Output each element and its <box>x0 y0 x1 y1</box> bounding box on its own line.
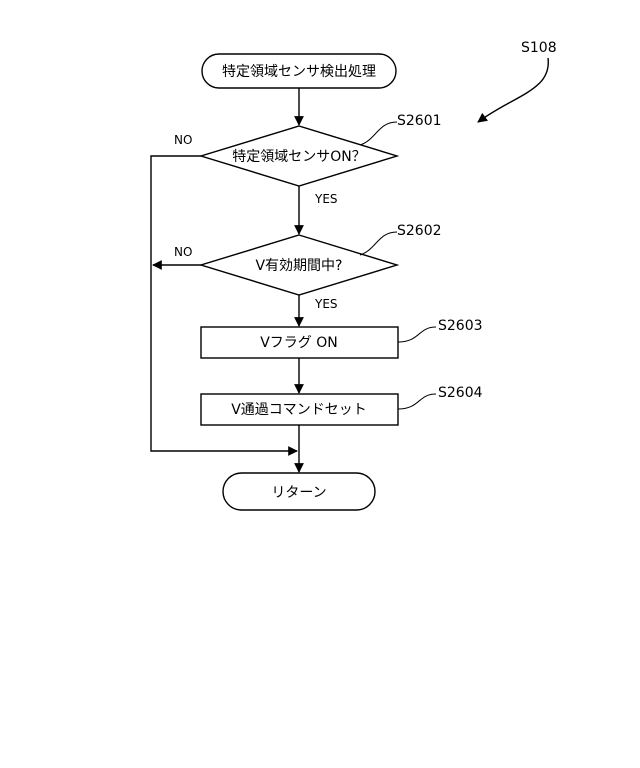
process2-label: V通過コマンドセット <box>231 402 367 418</box>
end-terminal-label: リターン <box>271 485 326 501</box>
decision2-yes-label: YES <box>314 297 338 311</box>
decision-v-valid-period: V有効期間中? <box>201 235 397 295</box>
process1-ref-label: S2603 <box>438 318 483 334</box>
figure-ref-arrow <box>478 58 548 122</box>
decision1-ref-label: S2601 <box>397 113 442 129</box>
process2-ref-leader <box>398 394 436 409</box>
process2-ref-label: S2604 <box>438 385 483 401</box>
decision1-no-label: NO <box>174 133 192 147</box>
decision2-ref-leader <box>360 232 397 255</box>
end-terminal: リターン <box>223 473 375 510</box>
figure-ref-label: S108 <box>521 40 557 56</box>
decision1-yes-label: YES <box>314 192 338 206</box>
start-terminal-label: 特定領域センサ検出処理 <box>222 63 376 80</box>
process-v-pass-command-set: V通過コマンドセット <box>201 394 398 425</box>
start-terminal: 特定領域センサ検出処理 <box>202 54 396 88</box>
decision2-label: V有効期間中? <box>255 258 342 274</box>
decision-specific-area-sensor: 特定領域センサON？ <box>201 126 397 186</box>
decision1-ref-leader <box>360 122 397 145</box>
decision1-label: 特定領域センサON？ <box>232 148 366 165</box>
process1-ref-leader <box>398 327 436 342</box>
process1-label: Vフラグ ON <box>260 335 338 351</box>
process-v-flag-on: Vフラグ ON <box>201 327 398 358</box>
decision2-ref-label: S2602 <box>397 223 442 239</box>
decision2-no-label: NO <box>174 245 192 259</box>
